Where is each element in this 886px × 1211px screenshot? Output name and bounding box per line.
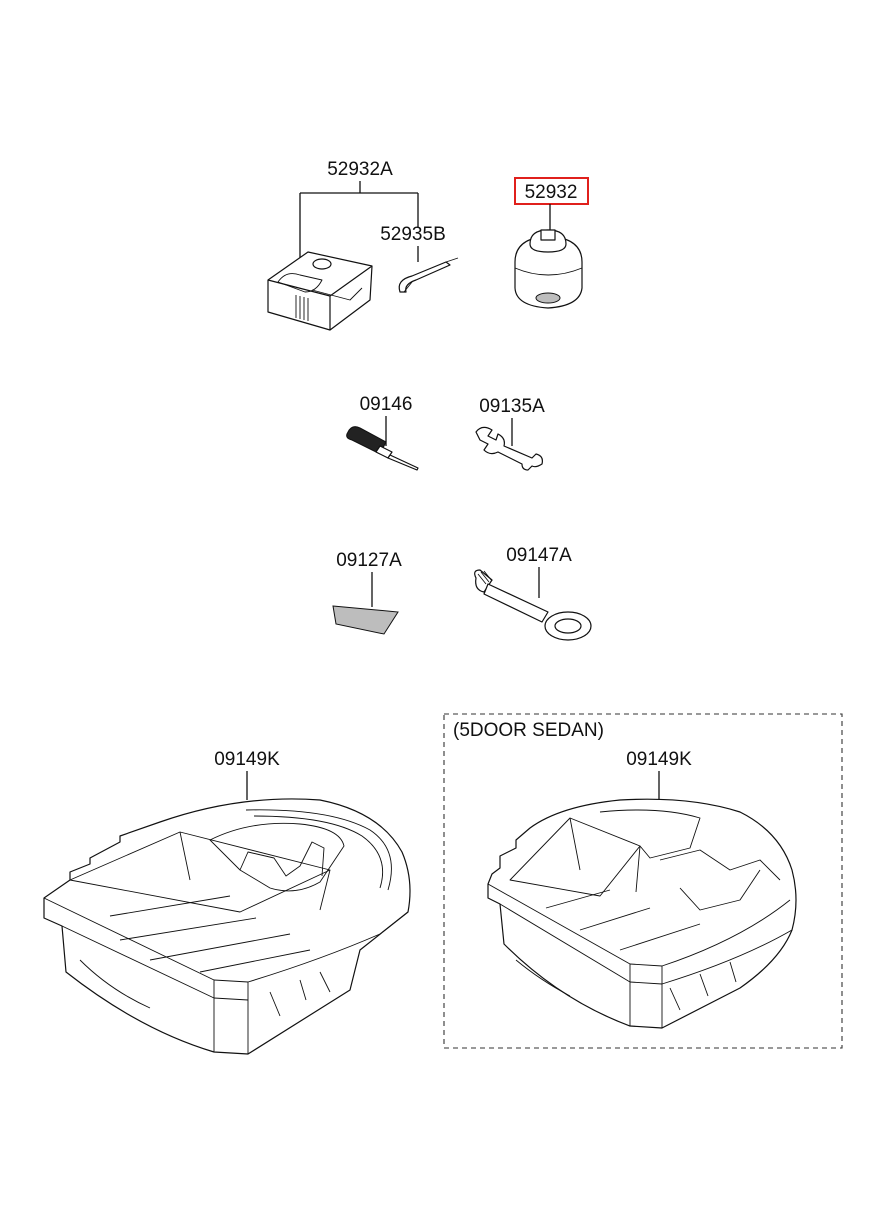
label-09149K-left[interactable]: 09149K xyxy=(214,749,280,770)
variant-box-5door-sedan xyxy=(443,713,843,1049)
label-09147A[interactable]: 09147A xyxy=(506,545,572,566)
tool-tray-part-left[interactable] xyxy=(43,798,411,1055)
label-52932A[interactable]: 52932A xyxy=(327,159,393,180)
sealant-bottle-part[interactable] xyxy=(514,229,583,309)
label-09135A[interactable]: 09135A xyxy=(479,396,545,417)
leader-52932A xyxy=(299,181,419,262)
label-09146[interactable]: 09146 xyxy=(360,394,413,415)
screwdriver-part[interactable] xyxy=(346,426,419,471)
highlight-box-52932 xyxy=(514,177,589,205)
tire-compressor-part[interactable] xyxy=(267,251,373,331)
label-52935B[interactable]: 52935B xyxy=(380,224,446,245)
label-52932[interactable]: 52932 xyxy=(525,182,578,203)
compressor-hose-part[interactable] xyxy=(398,257,459,293)
towing-hook-part[interactable] xyxy=(474,569,592,641)
variant-box-label: (5DOOR SEDAN) xyxy=(453,720,604,741)
tool-tray-part-right[interactable] xyxy=(487,798,797,1029)
label-09149K-right[interactable]: 09149K xyxy=(626,749,692,770)
tool-label-sticker-part[interactable] xyxy=(332,605,399,635)
wrench-part[interactable] xyxy=(475,426,543,471)
label-09127A[interactable]: 09127A xyxy=(336,550,402,571)
